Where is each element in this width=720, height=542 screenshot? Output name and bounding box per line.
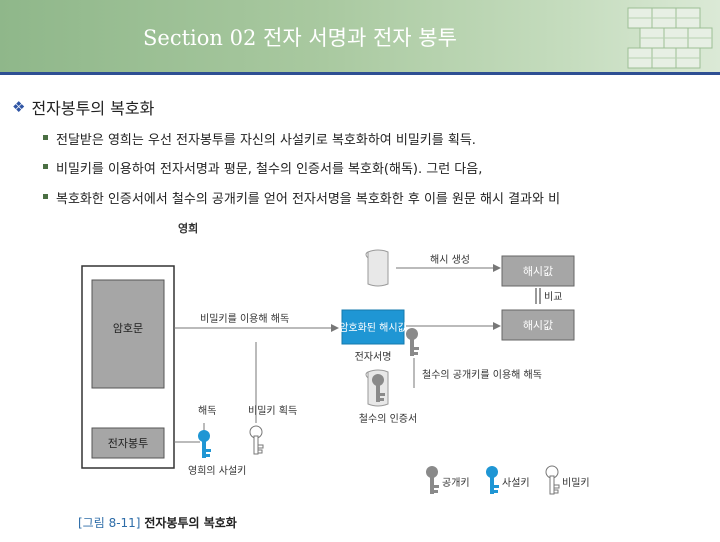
header-bar: Section 02 전자 서명과 전자 봉투 bbox=[0, 0, 720, 72]
legend-public-key-icon bbox=[426, 466, 439, 494]
diamond-bullet-icon: ❖ bbox=[12, 98, 26, 116]
secret-key-icon bbox=[249, 425, 264, 455]
encrypted-hash-box bbox=[341, 309, 405, 345]
hash-value-box-2 bbox=[501, 309, 575, 341]
figure-caption: [그림 8-11] 전자봉투의 복호화 bbox=[78, 514, 237, 531]
building-blocks-icon bbox=[627, 7, 713, 69]
bullet-item-2: 비밀키를 이용하여 전자서명과 평문, 철수의 인증서를 복호화(해독). 그런… bbox=[42, 158, 482, 177]
encrypted-hash-label: 암호화된 해시값 bbox=[339, 321, 407, 334]
hash-public-key-icon bbox=[406, 328, 419, 356]
caption-number: [그림 8-11] bbox=[78, 516, 141, 530]
plaintext-scroll-icon bbox=[365, 249, 389, 287]
decryption-figure: 영희 암호문 전자봉투 비밀키를 이용해 해독 해독 비밀키 획득 영희의 사설… bbox=[70, 218, 710, 538]
section-heading: ❖ 전자봉투의 복호화 bbox=[12, 95, 154, 119]
envelope-box bbox=[91, 427, 165, 459]
get-secret-label: 비밀키 획득 bbox=[248, 405, 297, 417]
envelope-label: 전자봉투 bbox=[108, 437, 148, 450]
ciphertext-box bbox=[91, 279, 165, 389]
signature-label: 전자서명 bbox=[355, 351, 392, 363]
person-label: 영희 bbox=[178, 221, 198, 235]
decryption-diagram: 영희 암호문 전자봉투 비밀키를 이용해 해독 해독 비밀키 획득 영희의 사설… bbox=[81, 221, 590, 495]
decrypt-with-secret-label: 비밀키를 이용해 해독 bbox=[200, 312, 289, 325]
decrypt-label: 해독 bbox=[198, 404, 216, 417]
caption-text: 전자봉투의 복호화 bbox=[144, 516, 237, 530]
legend-secret-label: 비밀키 bbox=[562, 477, 590, 489]
bullet-item-3: 복호화한 인증서에서 철수의 공개키를 얻어 전자서명을 복호화한 후 이를 원… bbox=[42, 188, 560, 207]
legend-secret-key-icon bbox=[545, 465, 560, 495]
hash-value-box-1 bbox=[501, 255, 575, 287]
bullet-item-1: 전달받은 영희는 우선 전자봉투를 자신의 사설키로 복호화하여 비밀키를 획득… bbox=[43, 129, 476, 148]
hash-generate-label: 해시 생성 bbox=[430, 253, 470, 266]
page-title: Section 02 전자 서명과 전자 봉투 bbox=[143, 26, 457, 50]
ciphertext-label: 암호문 bbox=[113, 322, 143, 335]
hash-value-label-2: 해시값 bbox=[523, 318, 553, 332]
legend-public-label: 공개키 bbox=[442, 477, 470, 489]
decrypt-with-public-label: 철수의 공개키를 이용해 해독 bbox=[422, 368, 542, 381]
private-key-owner-label: 영희의 사설키 bbox=[188, 465, 246, 477]
legend-private-label: 사설키 bbox=[502, 477, 530, 489]
legend-private-key-icon bbox=[486, 466, 499, 494]
hash-value-label-1: 해시값 bbox=[523, 264, 553, 278]
private-key-icon bbox=[198, 430, 211, 458]
header-rule bbox=[0, 72, 720, 75]
compare-label: 비교 bbox=[544, 291, 562, 303]
certificate-label: 철수의 인증서 bbox=[359, 413, 417, 425]
section-heading-text: 전자봉투의 복호화 bbox=[31, 99, 155, 118]
